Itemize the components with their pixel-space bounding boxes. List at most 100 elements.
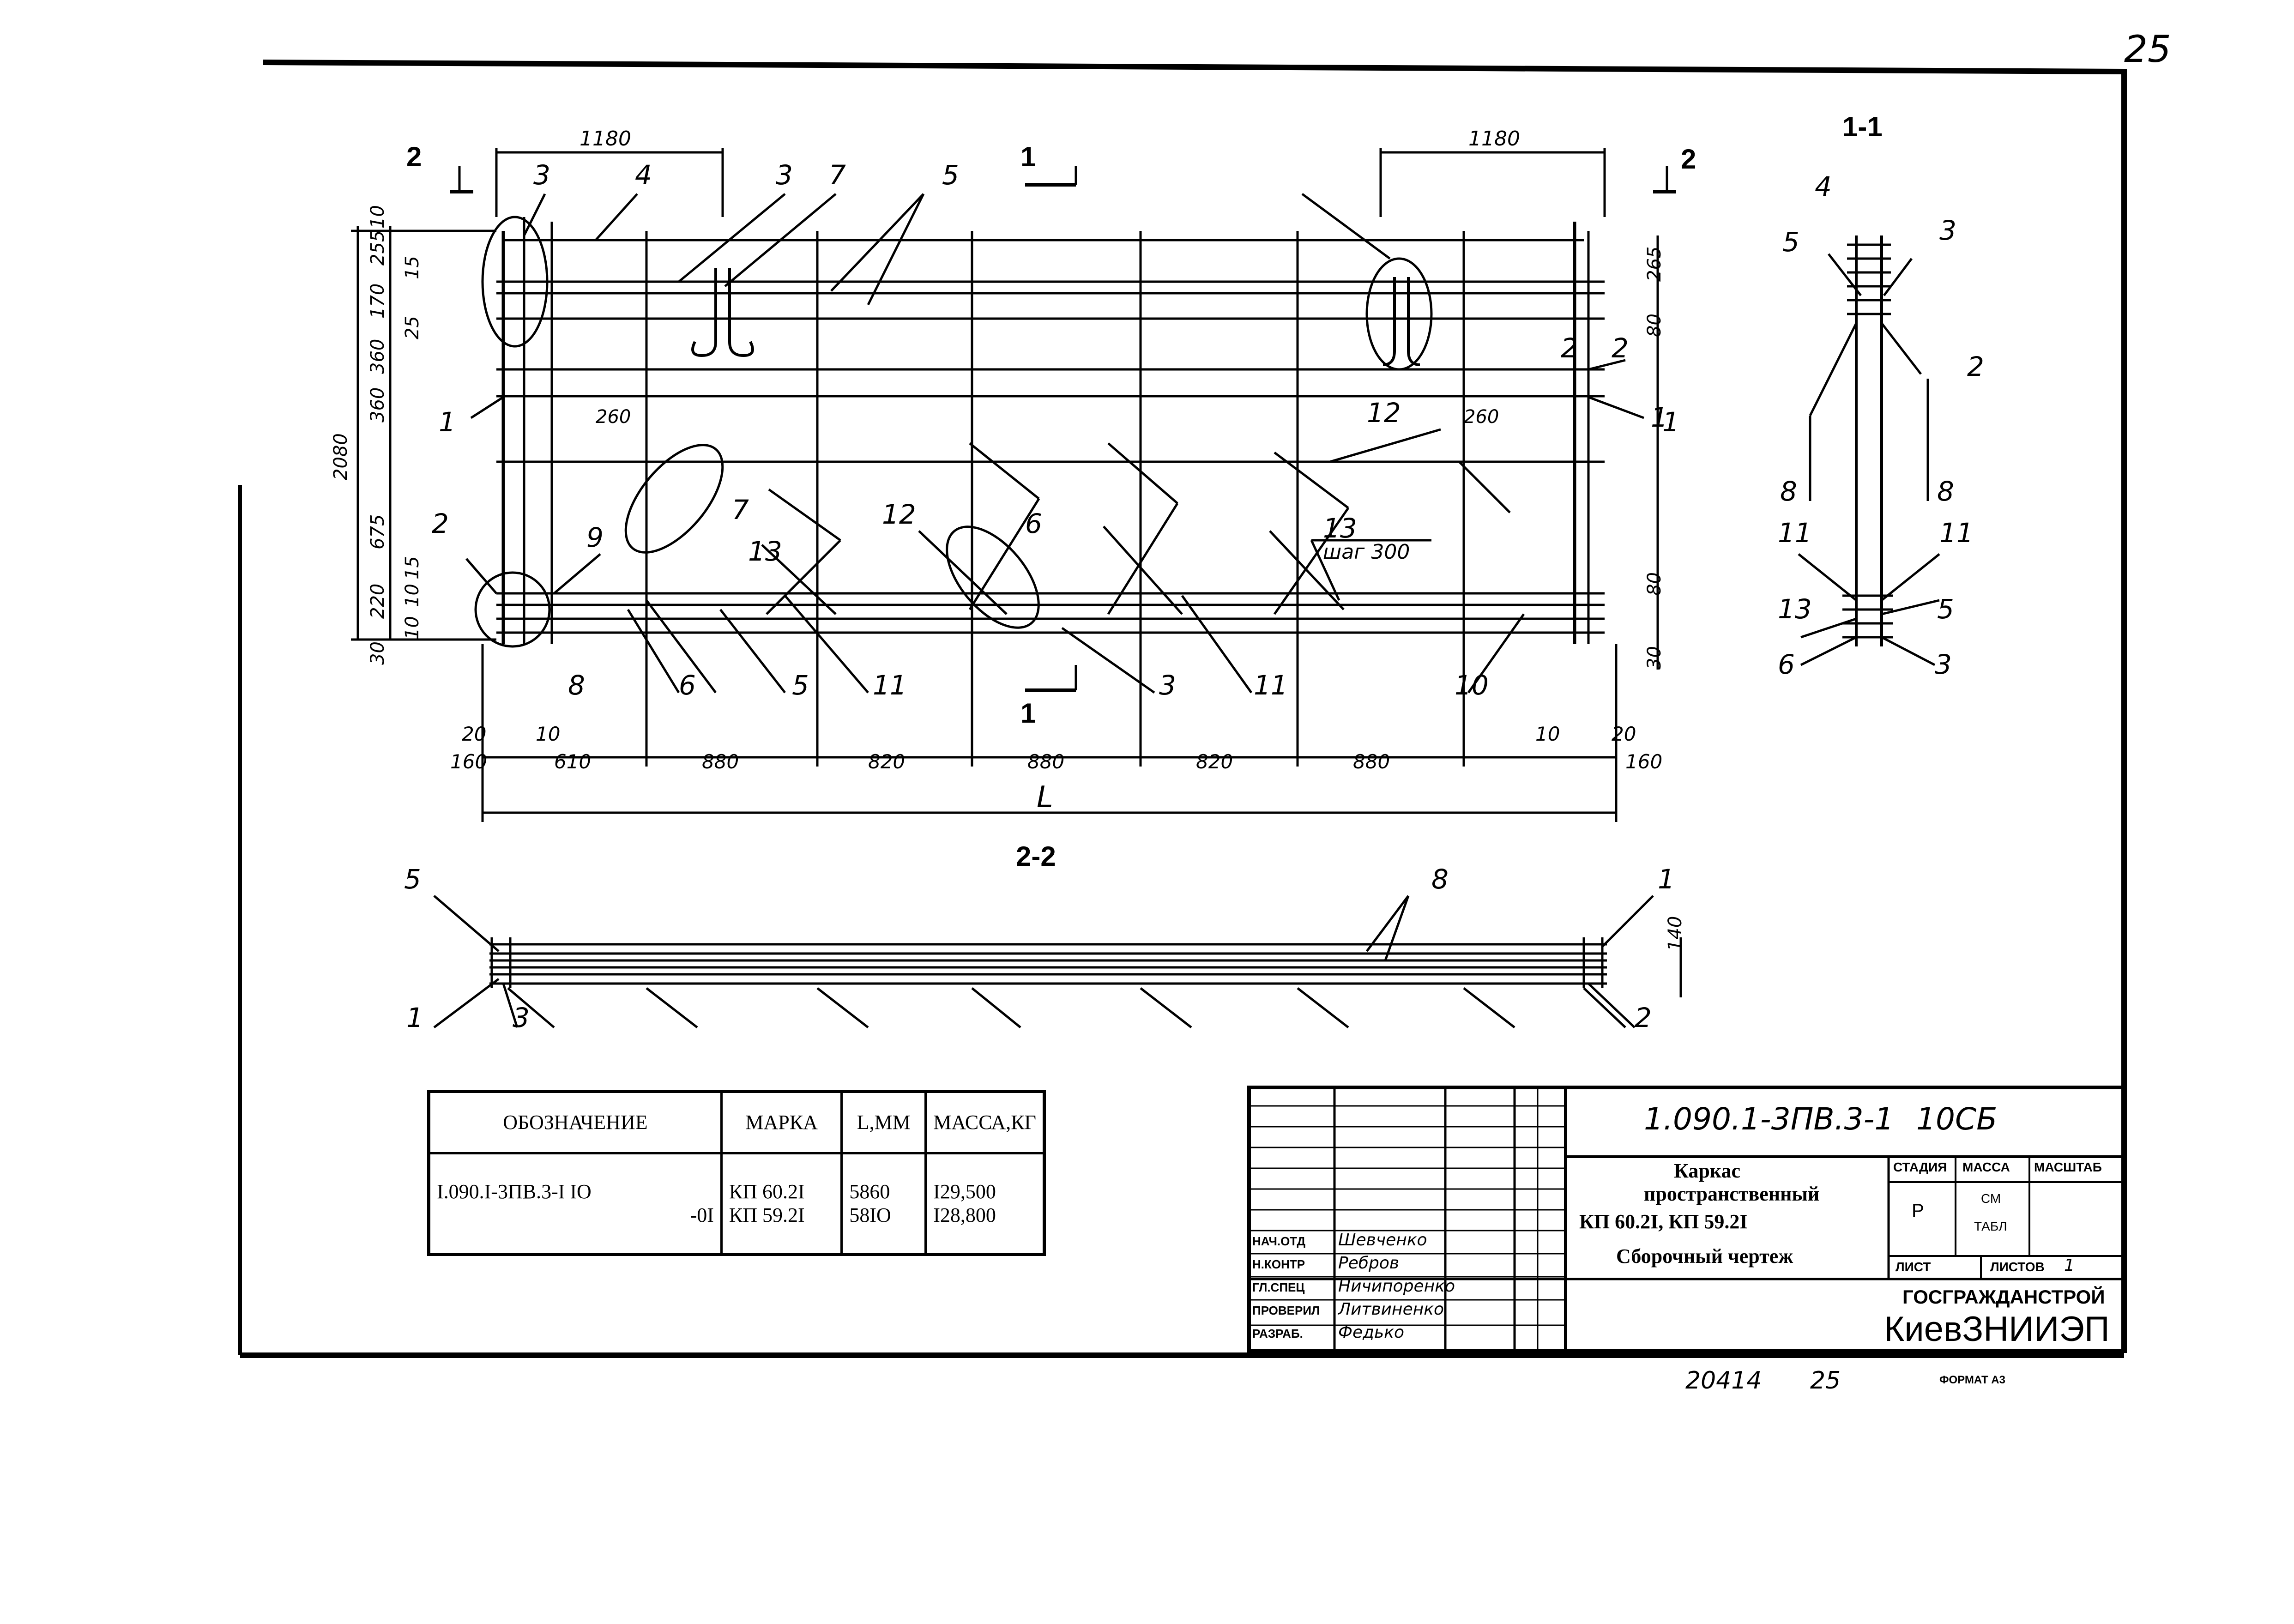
callout-label: 4 — [1815, 171, 1832, 202]
left-dim-label: 25 — [402, 316, 423, 339]
pitch-label: шаг 300 — [1323, 540, 1410, 564]
callout-label: 9 — [586, 522, 604, 553]
callout-label: 7 — [732, 494, 749, 525]
spec-header-mass: МАССА,КГ — [924, 1090, 1045, 1154]
callout-label: 2 — [1612, 332, 1629, 364]
bottom-dim-label: 10 — [1535, 723, 1560, 745]
callout-label: 1 — [439, 406, 456, 438]
callout-label: 7 — [829, 159, 846, 191]
role-label: Н.КОНТР — [1252, 1257, 1305, 1271]
table-row: -0I КП 59.2I 58IO I28,800 — [428, 1203, 1045, 1256]
sheet-number: 25 — [2124, 28, 2171, 71]
format-label: ФОРМАТ А3 — [1939, 1374, 2005, 1386]
spec-cell: КП 59.2I — [720, 1203, 843, 1256]
right-dim-label: 80 — [1644, 314, 1665, 337]
bottom-dim-label: 880 — [702, 750, 739, 773]
left-dim-label: 10 — [402, 584, 423, 607]
left-dim-label: 360 — [367, 338, 388, 374]
bottom-dim-label: 610 — [554, 750, 592, 773]
left-dim-label: 15 — [402, 556, 423, 580]
title-block-lines — [1247, 1086, 2126, 1352]
callout-label: 1 — [406, 1002, 423, 1033]
left-dim-label: 30 — [367, 641, 388, 665]
section-2-2-view — [433, 895, 1682, 1028]
role-label: ГЛ.СПЕЦ — [1252, 1280, 1305, 1294]
callout-label: 11 — [1939, 517, 1974, 549]
callout-label: 3 — [513, 1002, 530, 1033]
callout-label: 3 — [1159, 670, 1176, 701]
left-dim-label: 220 — [367, 583, 388, 619]
callout-label: 2 — [1561, 332, 1578, 364]
bottom-dim-label: 820 — [868, 750, 906, 773]
callout-label: 13 — [748, 536, 782, 567]
callout-label: 5 — [942, 159, 959, 191]
callout-label: 13 — [1323, 513, 1357, 544]
right-dim-label: 265 — [1644, 246, 1665, 282]
callout-label: 13 — [1778, 593, 1812, 625]
callout-label: 5 — [792, 670, 809, 701]
section-2-2-title: 2-2 — [1016, 841, 1056, 872]
org-line2: КиевЗНИИЭП — [1884, 1310, 2110, 1349]
callout-label: 3 — [1939, 215, 1956, 246]
callout-label: 11 — [873, 670, 907, 701]
spec-cell: I29,500 — [924, 1152, 1045, 1204]
left-dim-label: 255 — [367, 230, 388, 266]
role-name: Шевченко — [1338, 1231, 1427, 1250]
callout-label: 3 — [1935, 649, 1952, 680]
spec-cell: -0I — [428, 1203, 723, 1256]
bottom-dim-label: 20 — [1612, 723, 1636, 745]
left-dim-label: 10 — [367, 205, 388, 229]
sheets-value: 1 — [2064, 1256, 2075, 1275]
cut-mark-1-bottom: 1 — [1020, 698, 1036, 729]
left-dim-label: 15 — [402, 256, 423, 279]
role-label: ПРОВЕРИЛ — [1252, 1304, 1320, 1317]
callout-label: 3 — [776, 159, 793, 191]
callout-label: 10 — [1455, 670, 1489, 701]
callout-label: 3 — [533, 159, 550, 191]
callout-label: 2 — [1635, 1002, 1652, 1033]
length-label: L — [1037, 780, 1053, 815]
role-name: Федько — [1338, 1323, 1405, 1342]
bottom-dim-label: 820 — [1196, 750, 1233, 773]
callout-label: 1 — [1662, 406, 1679, 438]
sheets-label: ЛИСТОВ — [1990, 1260, 2045, 1274]
role-name: Ничипоренко — [1338, 1277, 1455, 1296]
inventory-number: 20414 — [1685, 1367, 1762, 1395]
drawing-frame — [238, 60, 2127, 1358]
spec-cell: I.090.I-3ПВ.3-I IO — [428, 1152, 723, 1204]
callout-label: 6 — [1778, 649, 1795, 680]
callout-label: 4 — [635, 159, 652, 191]
title-line1: Каркас — [1674, 1159, 1741, 1182]
spec-cell: КП 60.2I — [720, 1152, 843, 1204]
role-name: Ребров — [1338, 1254, 1400, 1273]
dim-top-left: 1180 — [580, 127, 631, 151]
title-line2: пространственный — [1644, 1183, 1820, 1205]
callout-label: 8 — [1937, 476, 1954, 507]
callout-label: 5 — [404, 863, 421, 895]
spec-header-mark: МАРКА — [720, 1090, 843, 1154]
col-mass: МАССА — [1962, 1160, 2010, 1174]
callout-label: 6 — [1025, 508, 1042, 539]
callout-label: 8 — [1780, 476, 1797, 507]
callout-label: 5 — [1937, 593, 1954, 625]
callout-label: 8 — [1431, 863, 1449, 895]
bottom-dim-label: 160 — [1625, 750, 1663, 773]
footer-page: 25 — [1810, 1367, 1841, 1395]
callout-label: 1 — [1658, 863, 1675, 895]
right-dim-label: 80 — [1644, 572, 1665, 596]
inner-dim-left: 260 — [596, 406, 631, 428]
right-dim-label: 30 — [1644, 646, 1665, 670]
table-row: I.090.I-3ПВ.3-I IO КП 60.2I 5860 I29,500 — [428, 1152, 1045, 1204]
doc-suffix: 10СБ — [1916, 1101, 1998, 1137]
callout-label: 12 — [882, 499, 916, 530]
col-stage: СТАДИЯ — [1893, 1160, 1947, 1174]
sheet-label: ЛИСТ — [1896, 1260, 1931, 1274]
callout-label: 5 — [1782, 226, 1799, 258]
callout-label: 2 — [432, 508, 449, 539]
dim-top-right: 1180 — [1468, 127, 1520, 151]
spec-cell: 58IO — [840, 1203, 927, 1256]
spec-cell: I28,800 — [924, 1203, 1045, 1256]
mass-value-2: ТАБЛ — [1974, 1219, 2007, 1233]
mass-value-1: СМ — [1981, 1191, 2001, 1206]
